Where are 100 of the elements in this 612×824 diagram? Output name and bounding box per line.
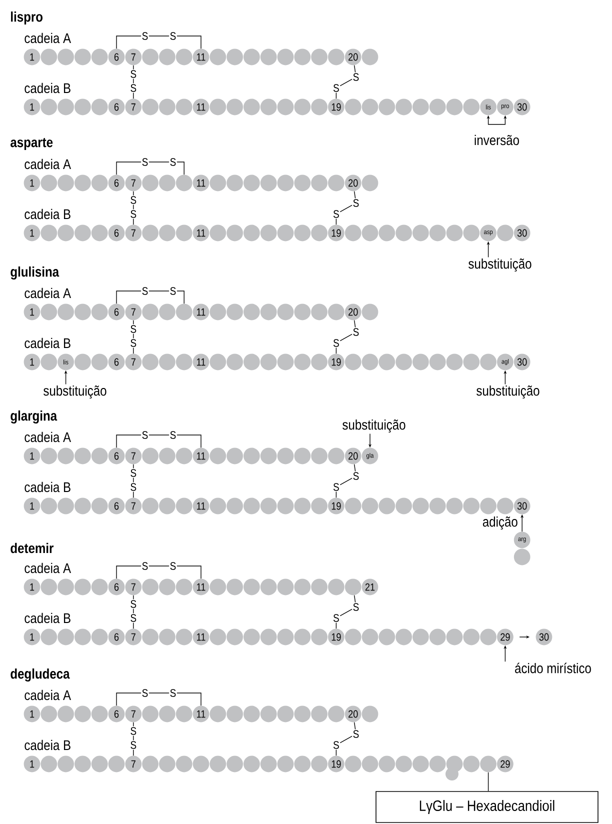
- residue-circle: [311, 304, 328, 320]
- residue-circle: [142, 498, 158, 514]
- residue-circle: [277, 98, 294, 116]
- residue-circle: [311, 448, 328, 464]
- disulfide-bond: [116, 692, 142, 706]
- residue-circle: [159, 498, 176, 514]
- disulfide-bond: [133, 191, 134, 196]
- residue-circle: [244, 706, 260, 722]
- residue-circle: [40, 304, 58, 320]
- residue-circle: [74, 174, 91, 192]
- residue-circle: [277, 354, 294, 370]
- residue-circle: [226, 628, 243, 646]
- residue-circle: [210, 354, 226, 370]
- residue-circle: [210, 98, 226, 116]
- residue-circle: [176, 98, 192, 116]
- residue-circle: [378, 628, 396, 646]
- residue-circle: [210, 448, 226, 464]
- sulfur-label: S: [130, 614, 136, 622]
- disulfide-bond: [354, 464, 356, 472]
- residue-circle: [446, 628, 463, 646]
- disulfide-bond: [336, 749, 337, 756]
- residue-circle: [277, 304, 294, 320]
- chain-label: cadeia A: [24, 690, 72, 700]
- residue-circle: [176, 706, 192, 722]
- residue-circle: [58, 578, 74, 596]
- residue-circle: [497, 224, 514, 242]
- residue-circle: [91, 498, 108, 514]
- disulfide-bond: [336, 92, 337, 99]
- disulfide-bond: [336, 491, 337, 498]
- residue-circle: [244, 448, 260, 464]
- residue-circle: [344, 578, 362, 596]
- residue-circle: [91, 706, 108, 722]
- sulfur-label: S: [333, 741, 339, 749]
- residue-circle: [463, 98, 480, 116]
- disulfide-bond: [340, 334, 352, 342]
- sulfur-label: S: [333, 614, 339, 622]
- residue-circle: [40, 628, 58, 646]
- chain-label: cadeia B: [24, 740, 70, 750]
- residue-circle: [396, 756, 412, 772]
- residue-circle: [159, 304, 176, 320]
- residue-circle: [74, 354, 91, 370]
- residue-circle: [142, 98, 158, 116]
- disulfide-bond: [176, 290, 184, 304]
- disulfide-bond: [133, 622, 134, 629]
- residue-circle: [429, 354, 446, 370]
- disulfide-bond: [116, 434, 142, 448]
- residue-circle: [91, 354, 108, 370]
- residue-circle: [91, 578, 108, 596]
- disulfide-bond: [133, 218, 134, 225]
- chain-label: cadeia B: [24, 482, 70, 492]
- residue-circle: [108, 756, 125, 772]
- panel-title: glargina: [10, 410, 58, 424]
- residue-circle: [480, 628, 496, 646]
- residue-circle: [446, 498, 463, 514]
- residue-circle: [74, 578, 91, 596]
- disulfide-bond: [133, 735, 134, 741]
- panel-title: degludeca: [10, 668, 70, 682]
- residue-circle: [362, 174, 378, 192]
- residue-circle: [176, 448, 192, 464]
- sulfur-label: S: [170, 158, 176, 166]
- residue-circle: [210, 48, 226, 66]
- sulfur-label: S: [170, 32, 176, 40]
- sulfur-label: S: [353, 730, 359, 738]
- residue-circle: [463, 354, 480, 370]
- disulfide-bond: [354, 64, 356, 73]
- residue-circle: [277, 448, 294, 464]
- residue-circle: [378, 354, 396, 370]
- residue-circle: [344, 498, 362, 514]
- residue-circle: [396, 628, 412, 646]
- residue-circle: [91, 756, 108, 772]
- residue-circle: [260, 354, 277, 370]
- residue-circle: [378, 98, 396, 116]
- residue-circle: [294, 224, 311, 242]
- sulfur-label: S: [170, 431, 176, 439]
- disulfide-bond: [354, 594, 356, 603]
- chain-label: cadeia B: [24, 338, 70, 348]
- residue-circle: [226, 174, 243, 192]
- chain-label: cadeia B: [24, 612, 70, 624]
- residue-circle: [142, 756, 158, 772]
- sulfur-label: S: [130, 196, 136, 204]
- residue-circle: [226, 498, 243, 514]
- residue-circle: [412, 498, 429, 514]
- residue-circle: [244, 756, 260, 772]
- residue-circle: [226, 756, 243, 772]
- residue-circle: [159, 48, 176, 66]
- residue-circle: [446, 768, 458, 780]
- sulfur-label: S: [353, 328, 359, 336]
- residue-circle: [58, 174, 74, 192]
- residue-circle: [260, 706, 277, 722]
- residue-circle: [311, 48, 328, 66]
- residue-circle: [277, 756, 294, 772]
- residue-circle: [412, 98, 429, 116]
- residue-circle: [74, 224, 91, 242]
- residue-circle: [277, 628, 294, 646]
- sulfur-label: S: [130, 727, 136, 735]
- chain-label: cadeia B: [24, 82, 70, 94]
- leader-line: [488, 772, 489, 792]
- disulfide-bond: [148, 434, 170, 436]
- residue-circle: [244, 578, 260, 596]
- disulfide-bond: [116, 290, 142, 304]
